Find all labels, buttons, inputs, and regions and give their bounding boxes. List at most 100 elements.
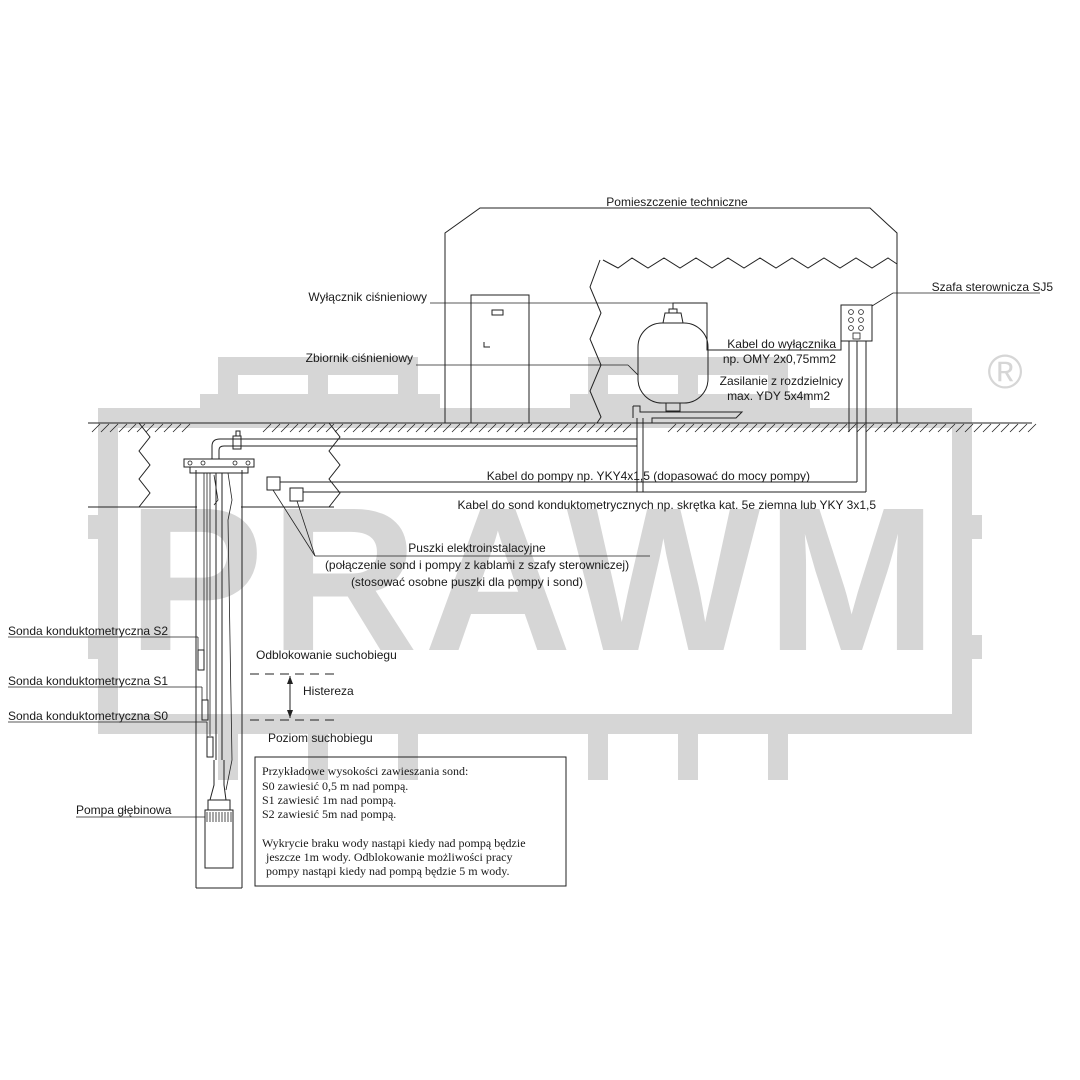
room-break-top [602,257,898,269]
cabinet-indicator [848,309,854,315]
hatch-stroke [559,423,569,433]
probe-s1 [201,699,209,721]
note-line: jeszcze 1m wody. Odblokowanie możliwości… [265,850,512,864]
soil-break-left [138,422,151,508]
hatch-stroke [784,423,794,433]
check-valve [232,435,242,450]
hatch-stroke [289,423,299,433]
cabinet-indicator [858,325,864,331]
watermark-side-plug [956,635,982,659]
hatch-stroke [343,423,353,433]
hatch-stroke [604,423,614,433]
hatch-stroke [766,423,776,433]
hatch-stroke [586,423,596,433]
hatch-stroke [154,423,164,433]
hatch-stroke [352,423,362,433]
hatch-stroke [424,423,434,433]
hatch-stroke [775,423,785,433]
room-title: Pomieszczenie techniczne [606,195,748,209]
hatch-stroke [325,423,335,433]
control-cabinet [840,304,873,342]
hatch-stroke [955,423,965,433]
watermark-tick [588,720,608,780]
hatch-stroke [802,423,812,433]
hatch-stroke [991,423,1001,433]
label-junction-1: Puszki elektroinstalacyjne [408,541,546,555]
hatch-stroke [622,423,632,433]
hatch-stroke [595,423,605,433]
watermark-bar [200,394,440,410]
well [183,430,255,889]
leader-lines [8,292,1040,818]
leader-cabinet [871,292,1040,307]
hatch-stroke [478,423,488,433]
hatch-stroke [316,423,326,433]
hatch-stroke [964,423,974,433]
hatch-stroke [793,423,803,433]
hatch-stroke [307,423,317,433]
note-line: S1 zawiesić 1m nad pompą. [262,793,396,807]
hatch-stroke [937,423,947,433]
hatch-stroke [685,423,695,433]
cabinet-indicator [858,309,864,315]
pressure-switch [662,312,684,324]
hatch-stroke [127,423,137,433]
door-handle [483,342,490,348]
hatch-stroke [820,423,830,433]
well-head-bolt [187,460,193,466]
label-switch-cable-2: np. OMY 2x0,75mm2 [723,352,836,366]
note-box: Przykładowe wysokości zawieszania sond: … [254,756,567,887]
cabinet-box [840,304,873,342]
room-outline [444,207,898,423]
hatch-stroke [541,423,551,433]
hatch-stroke [370,423,380,433]
label-power-2: max. YDY 5x4mm2 [727,389,830,403]
well-head-bolt [200,460,206,466]
room-break-left [589,259,602,424]
hatch-stroke [388,423,398,433]
tank-foot [665,402,681,412]
cabinet-indicator [848,325,854,331]
check-valve-cap [235,430,241,437]
pump-power-wire [225,472,233,791]
well-head-bolt [245,460,251,466]
hatch-stroke [757,423,767,433]
pressure-tank [632,308,744,423]
hatch-stroke [271,423,281,433]
watermark: PRAWM ® [88,346,1023,780]
hatch-stroke [829,423,839,433]
cabinet-indicator [858,317,864,323]
hatch-stroke [451,423,461,433]
hatch-stroke [676,423,686,433]
junction-box-probes [289,487,304,502]
label-switch-cable-1: Kabel do wyłącznika [727,337,836,351]
pressure-switch-cap [668,308,678,314]
watermark-tick [398,720,418,780]
label-deep-pump: Pompa głębinowa [76,803,172,817]
hatch-stroke [874,423,884,433]
leader-junction [272,489,316,557]
hatch-stroke [406,423,416,433]
hatch-stroke [550,423,560,433]
labels: Wyłącznik ciśnieniowy Zbiornik ciśnienio… [8,280,1053,817]
note-line: pompy nastąpi kiedy nad pompą będzie 5 m… [266,864,510,878]
note-line: Przykładowe wysokości zawieszania sond: [262,764,468,778]
note-line: S2 zawiesić 5m nad pompą. [262,807,396,821]
hatch-stroke [613,423,623,433]
hatch-stroke [910,423,920,433]
hysteresis-arrow-head [287,676,293,684]
label-probe-s2: Sonda konduktometryczna S2 [8,624,168,638]
hatch-stroke [460,423,470,433]
watermark-tick [308,720,328,780]
leader-junction [296,500,316,557]
hatch-stroke [91,423,101,433]
hatch-stroke [514,423,524,433]
well-head-bolt [232,460,238,466]
hatch-stroke [856,423,866,433]
label-hysteresis: Histereza [303,684,354,698]
hatch-stroke [505,423,515,433]
label-probe-s1: Sonda konduktometryczna S1 [8,674,168,688]
pump-intake-grille [206,812,232,822]
hatch-stroke [694,423,704,433]
